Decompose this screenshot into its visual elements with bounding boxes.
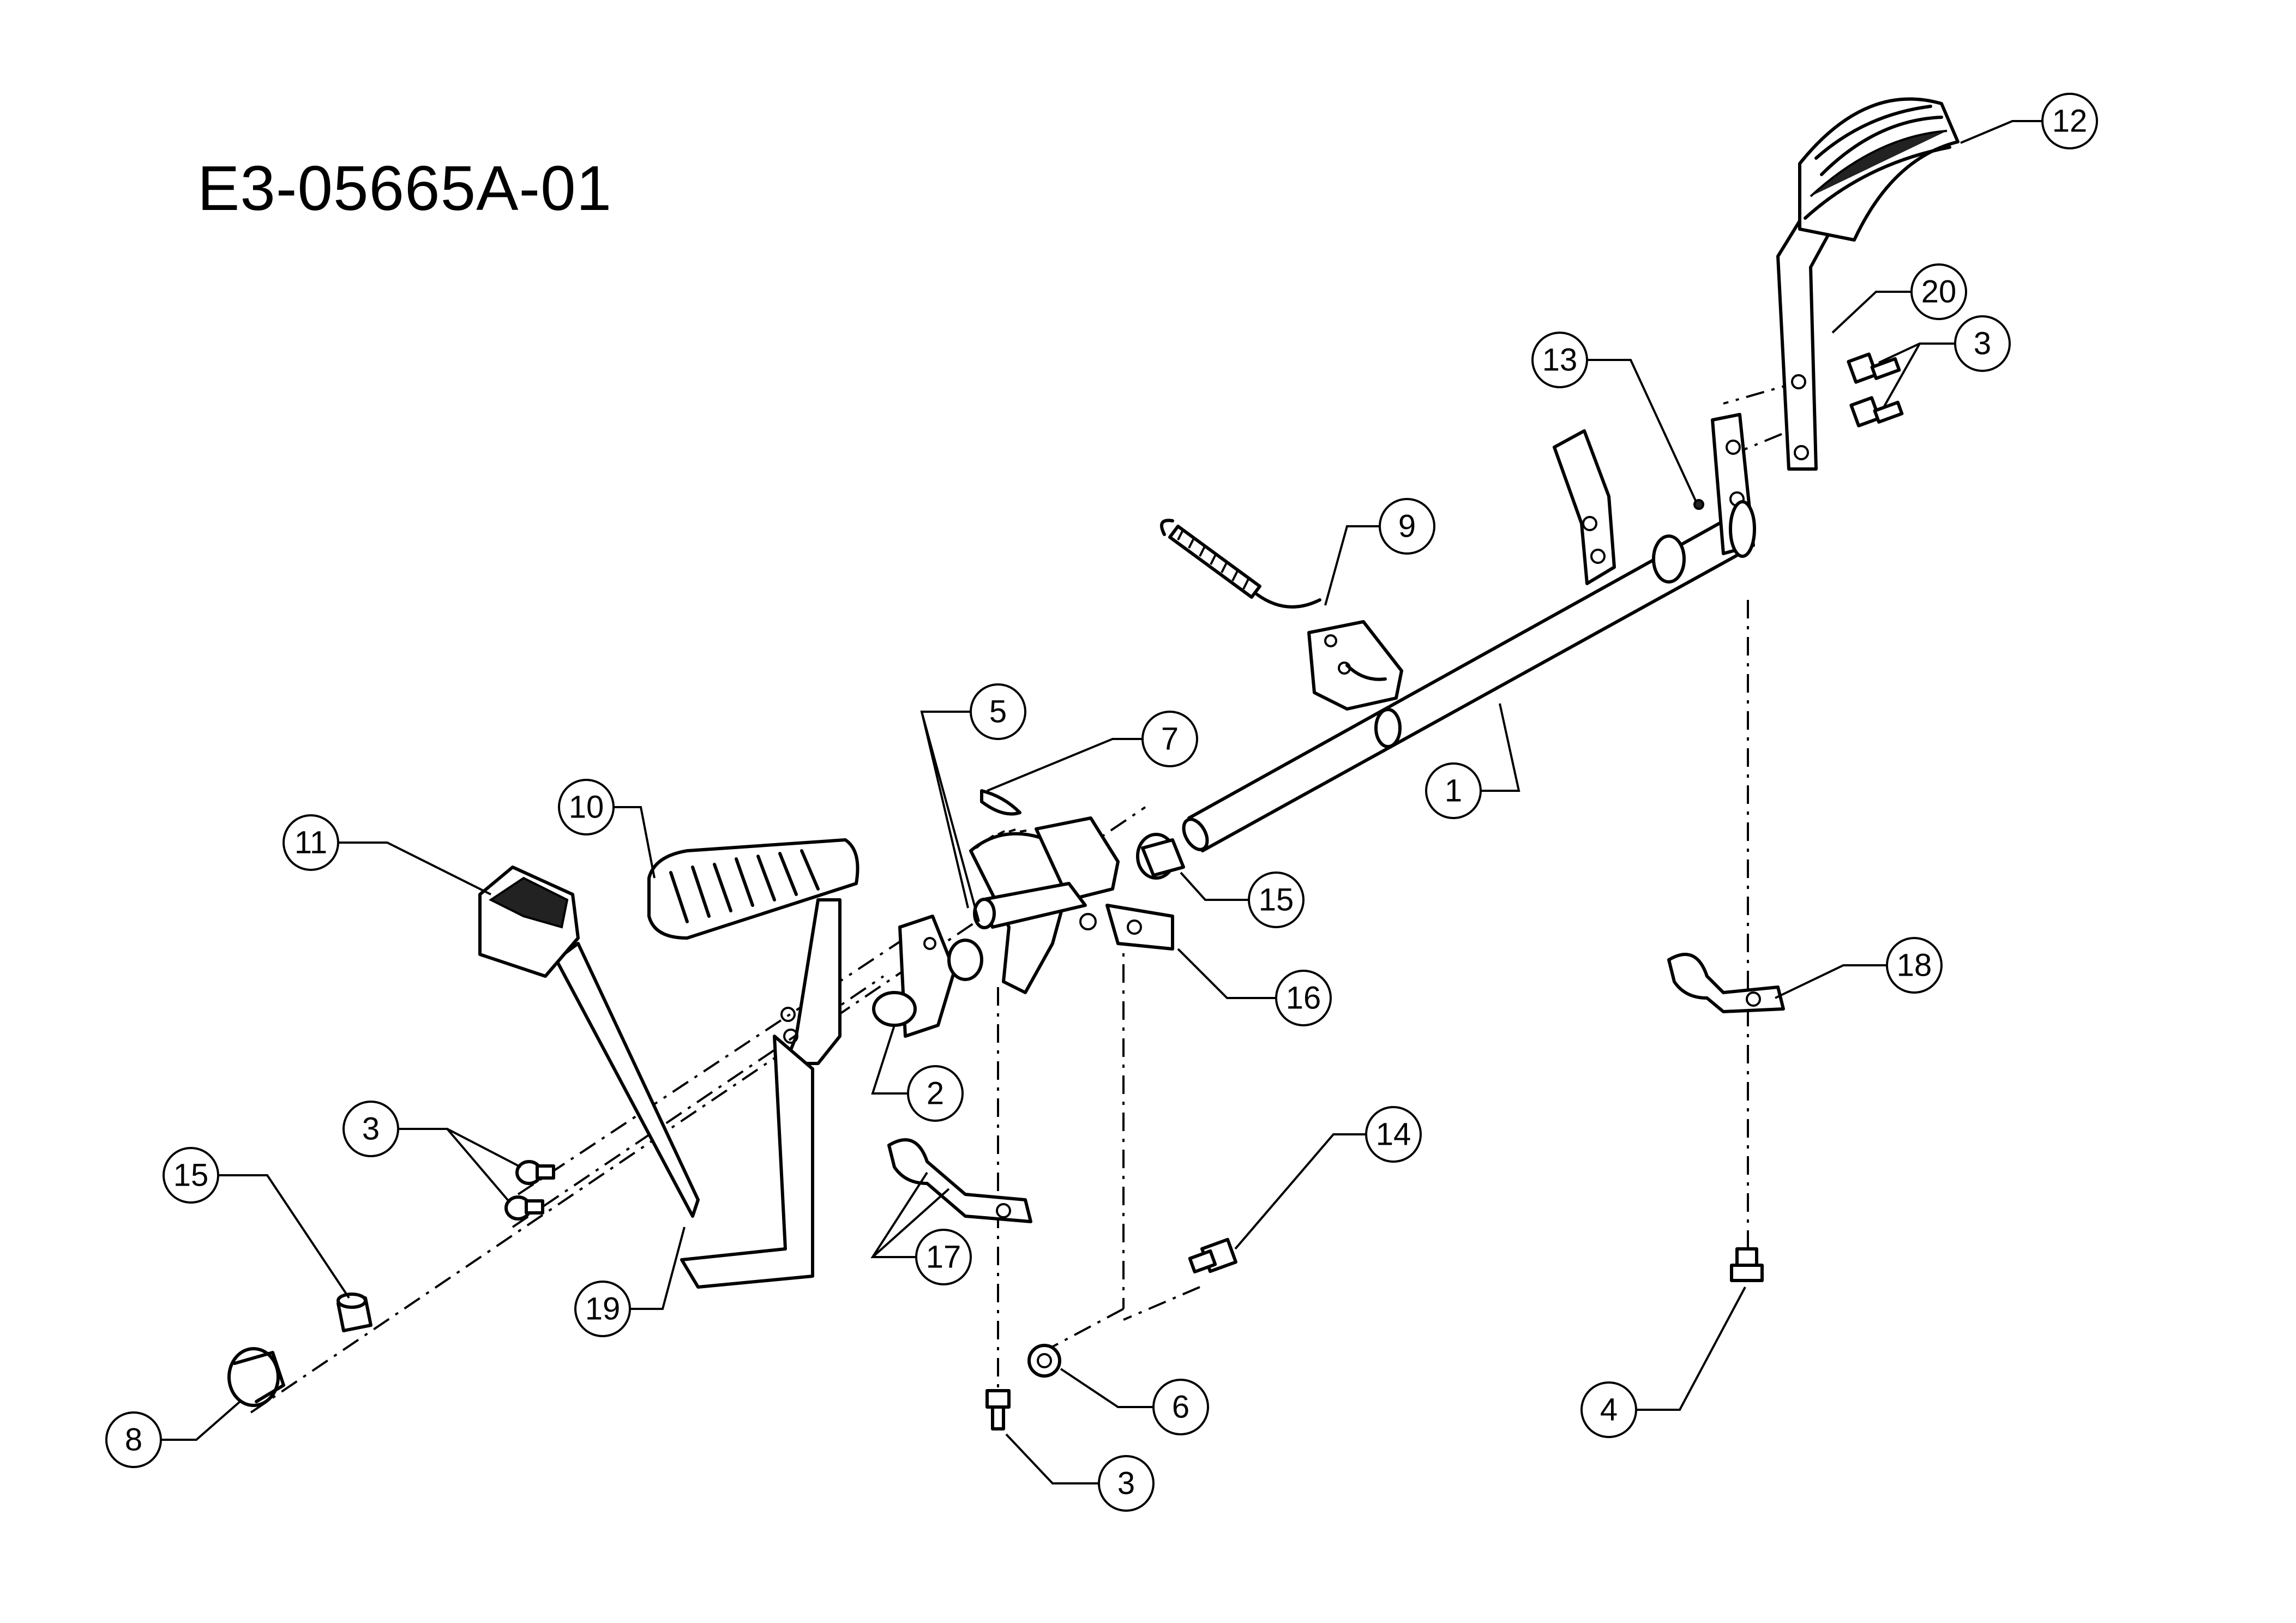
bolts-upper-right-part-3	[1847, 352, 1904, 428]
svg-text:14: 14	[1376, 1117, 1411, 1152]
callout-2: 2	[907, 1065, 964, 1122]
svg-text:2: 2	[927, 1076, 944, 1111]
svg-text:17: 17	[926, 1240, 961, 1275]
callout-12: 12	[2041, 93, 2098, 149]
callout-4: 4	[1580, 1381, 1637, 1438]
callout-15-left: 15	[163, 1147, 219, 1204]
bushing-part-15-middle	[1136, 833, 1185, 880]
svg-text:5: 5	[989, 694, 1007, 730]
spring-part-9	[1160, 519, 1321, 609]
leader-lines	[161, 120, 2042, 1484]
bracket-part-13	[1553, 429, 1704, 585]
clip-part-17	[887, 1138, 1032, 1223]
right-pedal-pad-part-12	[1798, 97, 1960, 242]
callout-11: 11	[283, 814, 339, 871]
callout-3-bottom: 3	[1098, 1455, 1155, 1512]
cotter-pin-part-7	[980, 789, 1021, 816]
pedal-pad-part-11	[478, 865, 580, 978]
callout-3-left: 3	[342, 1101, 399, 1157]
bolts-left-part-3	[504, 1160, 555, 1221]
svg-text:13: 13	[1542, 342, 1578, 378]
callout-14: 14	[1365, 1106, 1422, 1163]
callout-9: 9	[1379, 498, 1435, 555]
diagram-title: E3-05665A-01	[197, 153, 612, 224]
svg-text:16: 16	[1286, 981, 1321, 1016]
callout-16: 16	[1275, 970, 1332, 1026]
callout-17: 17	[915, 1229, 972, 1285]
svg-text:3: 3	[362, 1111, 380, 1147]
pivot-plate-part-2	[872, 915, 983, 1038]
callout-1: 1	[1425, 762, 1482, 819]
callout-10: 10	[558, 779, 615, 835]
slotted-bracket	[1307, 620, 1403, 711]
svg-text:18: 18	[1897, 948, 1932, 983]
callout-15-middle: 15	[1248, 871, 1305, 928]
nut-part-6	[1027, 1344, 1061, 1378]
callout-3-upper-right: 3	[1954, 315, 2011, 372]
right-pedal-arm-part-20	[1711, 184, 1845, 558]
callout-18: 18	[1886, 937, 1943, 994]
callout-19: 19	[574, 1281, 631, 1337]
svg-text:9: 9	[1398, 509, 1416, 544]
callout-5: 5	[970, 683, 1026, 740]
svg-text:8: 8	[125, 1422, 142, 1458]
bushing-part-15-left	[336, 1293, 372, 1332]
svg-text:4: 4	[1600, 1392, 1618, 1428]
svg-text:3: 3	[1117, 1466, 1135, 1501]
svg-text:11: 11	[294, 825, 327, 861]
bolt-part-4	[1730, 1247, 1764, 1282]
svg-text:7: 7	[1161, 722, 1179, 757]
svg-text:6: 6	[1172, 1390, 1189, 1425]
svg-text:20: 20	[1921, 274, 1957, 310]
bolt-part-3-bottom	[985, 1389, 1011, 1430]
callout-7: 7	[1141, 711, 1198, 767]
svg-text:15: 15	[1259, 882, 1294, 918]
clip-part-18	[1667, 953, 1785, 1013]
svg-text:12: 12	[2052, 104, 2088, 139]
svg-text:10: 10	[569, 790, 604, 825]
callout-20: 20	[1910, 263, 1967, 320]
pedal-pad-part-10	[647, 838, 860, 940]
bolt-part-14	[1188, 1237, 1238, 1274]
callout-13: 13	[1531, 332, 1588, 388]
svg-text:1: 1	[1445, 773, 1462, 809]
cap-part-8	[227, 1347, 285, 1407]
svg-text:15: 15	[173, 1158, 209, 1193]
callout-6: 6	[1152, 1379, 1209, 1435]
callout-8: 8	[105, 1411, 162, 1468]
pedal-arm-part-19	[555, 898, 842, 1289]
svg-text:3: 3	[1974, 326, 1991, 362]
svg-text:19: 19	[585, 1291, 621, 1327]
